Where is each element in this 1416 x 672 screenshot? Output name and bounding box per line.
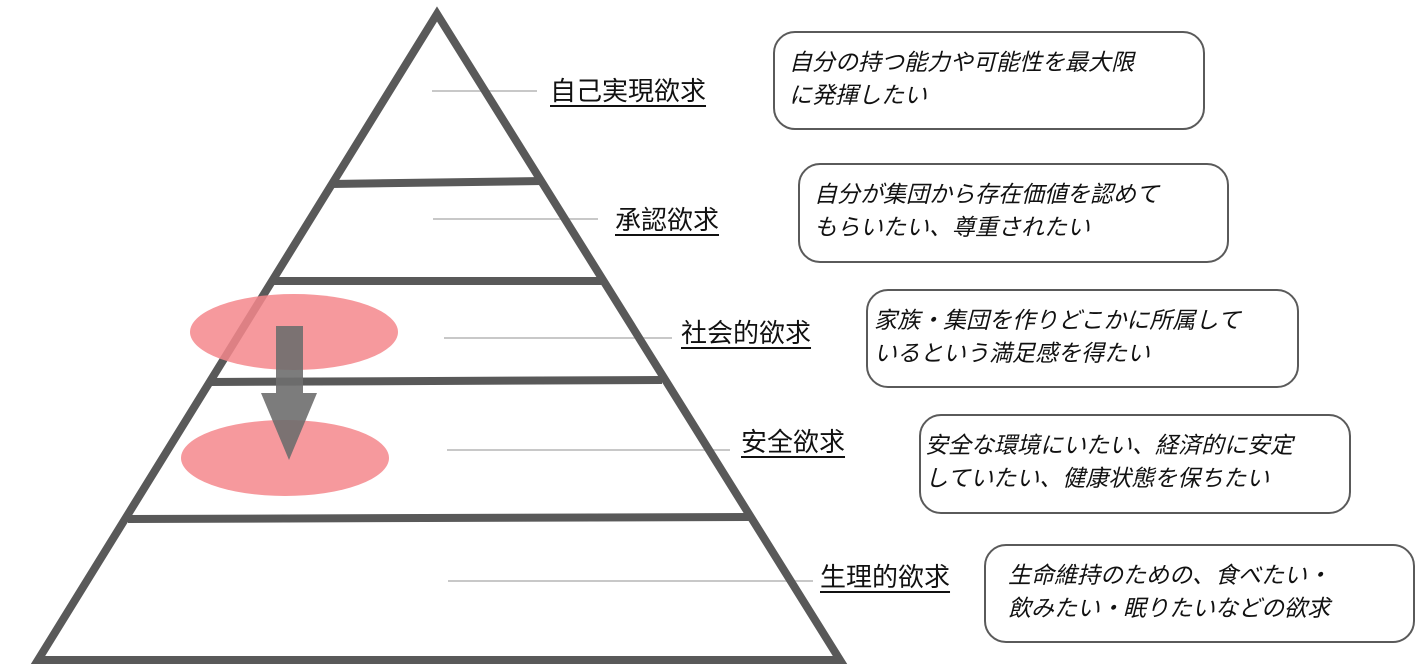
tier-divider-1 bbox=[330, 177, 544, 188]
description-line: 自分の持つ能力や可能性を最大限 bbox=[789, 50, 1134, 76]
description-line: もらいたい、尊重されたい bbox=[814, 215, 1090, 241]
tier-divider-4 bbox=[127, 513, 750, 523]
description-box-self-actualization: 自分の持つ能力や可能性を最大限 に発揮したい bbox=[773, 31, 1205, 130]
description-line: 自分が集団から存在価値を認めて bbox=[814, 182, 1159, 208]
description-line: していたい、健康状態を保ちたい bbox=[925, 466, 1270, 492]
description-line: に発揮したい bbox=[789, 83, 927, 109]
level-label-social: 社会的欲求 bbox=[681, 319, 812, 349]
description-line: 飲みたい・眠りたいなどの欲求 bbox=[1008, 596, 1330, 622]
level-label-safety: 安全欲求 bbox=[741, 428, 846, 458]
description-line: 生命維持のための、食べたい・ bbox=[1008, 563, 1330, 589]
description-line: 安全な環境にいたい、経済的に安定 bbox=[925, 433, 1293, 459]
down-arrow-icon bbox=[261, 326, 317, 460]
description-box-safety: 安全な環境にいたい、経済的に安定 していたい、健康状態を保ちたい bbox=[919, 414, 1351, 514]
highlight-safety-needs bbox=[181, 420, 389, 496]
description-box-physiological: 生命維持のための、食べたい・ 飲みたい・眠りたいなどの欲求 bbox=[984, 544, 1415, 643]
description-line: 家族・集団を作りどこかに所属して bbox=[874, 308, 1241, 334]
description-line: いるという満足感を得たい bbox=[874, 341, 1150, 367]
level-label-self-actualization: 自己実現欲求 bbox=[550, 77, 707, 107]
description-box-esteem: 自分が集団から存在価値を認めて もらいたい、尊重されたい bbox=[798, 163, 1229, 263]
level-label-physiological: 生理的欲求 bbox=[820, 563, 951, 593]
level-label-esteem: 承認欲求 bbox=[615, 206, 720, 236]
description-box-social: 家族・集団を作りどこかに所属して いるという満足感を得たい bbox=[866, 289, 1299, 388]
